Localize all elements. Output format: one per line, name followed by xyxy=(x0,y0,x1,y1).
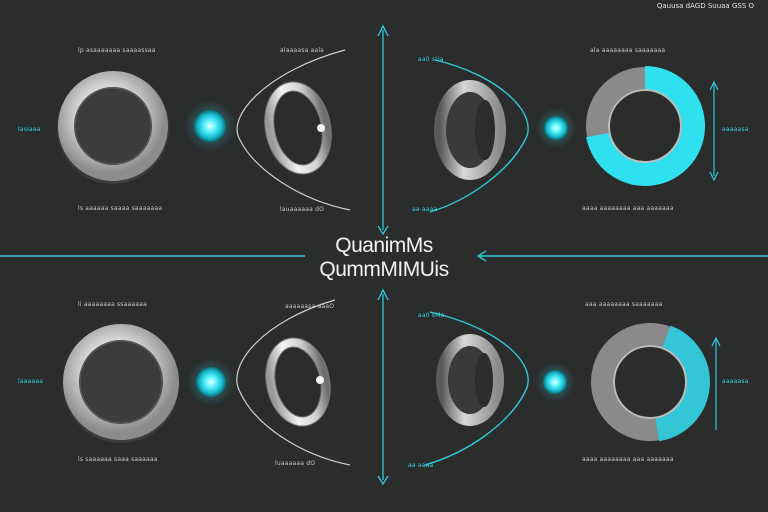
ring-bottom-caption: ls aaaaaa saaaa saaaaaaa xyxy=(78,205,163,212)
loop-top-caption: alaaaasa aala xyxy=(280,47,325,54)
ring-bottom-caption: ls saaaaaa saaa saaaaaa xyxy=(78,456,158,463)
ring-inner-edge xyxy=(74,87,152,165)
right-bottom-caption-a: aa aaaa xyxy=(412,206,438,213)
ring-inner-edge xyxy=(79,340,163,424)
center-axis-bottom-arrowhead xyxy=(377,288,389,301)
gauge-fill xyxy=(586,66,706,186)
diagram-title-line2: QummMIMUis xyxy=(319,258,449,281)
right-bottom-caption-a: aa aaaa xyxy=(408,462,434,469)
cylinder-band-icon xyxy=(434,80,506,180)
energy-orb-icon xyxy=(194,110,226,142)
right-label: aaaaasa xyxy=(722,378,749,385)
cylinder-band-hole xyxy=(475,353,493,407)
left-label: lasiaaa xyxy=(18,126,41,133)
diagram-title-line1: QuanimMs xyxy=(335,234,433,257)
right-top-caption-b: ala aaaaaaaa saaaaaaa xyxy=(590,47,666,54)
loop-bottom-caption: luaaaaaa dO xyxy=(275,460,316,467)
ring-top-caption: li aaaaaaaa ssaaaaaa xyxy=(78,301,147,308)
right-bottom-caption-b: aaaa aaaaaaaa aaa aaaaaaa xyxy=(582,456,674,463)
tilted-band-icon xyxy=(266,338,330,426)
gauge-fill xyxy=(654,325,710,442)
right-curve xyxy=(424,311,529,466)
loop-top-caption: aaaaaasa aaaO xyxy=(285,303,335,310)
ring-icon xyxy=(63,324,179,440)
cylinder-band-icon xyxy=(436,334,504,426)
loop-bottom-caption: lauaaaaaa dO xyxy=(280,206,325,213)
center-axis-bottom-tail xyxy=(377,475,389,486)
small-orb-icon xyxy=(543,370,567,394)
band-glint xyxy=(317,124,325,132)
cylinder-band-hole xyxy=(475,100,495,160)
band-glint xyxy=(316,376,324,384)
tilted-band-icon xyxy=(265,82,331,174)
panel-top xyxy=(57,49,719,213)
panel-bottom xyxy=(63,299,721,466)
connection-curve xyxy=(236,299,351,466)
center-axis-top-tail xyxy=(377,225,389,236)
right-bottom-caption-b: aaaa aaaaaaaa aaa aaaaaaa xyxy=(582,205,674,212)
center-axis-top-arrowhead xyxy=(377,24,389,37)
right-curve xyxy=(429,59,529,213)
right-label: aaaaasa xyxy=(722,126,749,133)
gauge-inner xyxy=(608,89,682,163)
small-orb-icon xyxy=(544,116,568,140)
right-top-caption-a: aa0 sUa xyxy=(418,56,444,63)
right-top-caption-b: aaa aaaaaaaa saaaaaaa xyxy=(585,301,663,308)
right-arrow-head xyxy=(709,80,719,91)
right-arrow-tail xyxy=(709,171,719,182)
divider-right-arrow xyxy=(476,250,487,262)
right-arrow-head xyxy=(711,336,721,347)
ring-icon xyxy=(58,71,168,181)
connection-curve xyxy=(236,49,351,211)
top-right-label: Qauusa dAGD Suuaa GSS O xyxy=(656,2,754,10)
left-label: laaaaaa xyxy=(18,378,44,385)
gauge-inner xyxy=(613,345,687,419)
right-top-caption-a: aa0 sMa xyxy=(418,312,445,319)
energy-orb-icon xyxy=(196,367,226,397)
ring-top-caption: lp asaaaaaaa saaaassaa xyxy=(78,47,156,54)
